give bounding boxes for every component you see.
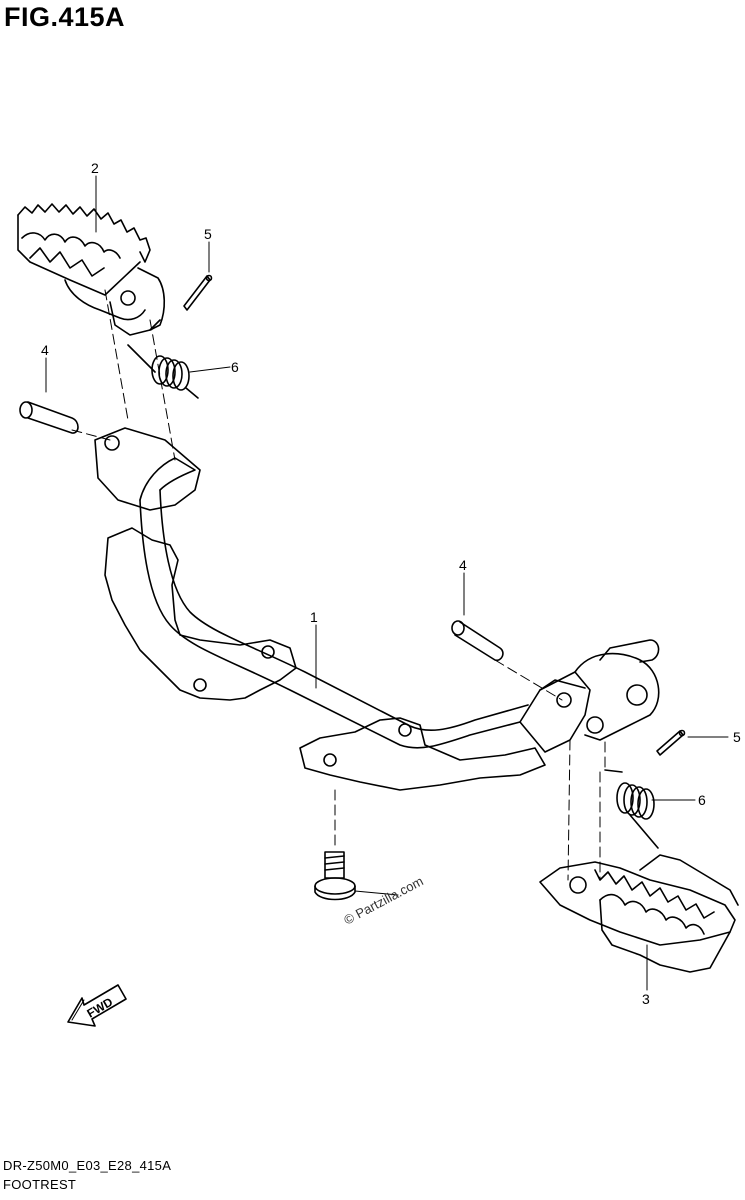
callout-4-left: 4 xyxy=(41,342,49,358)
callout-1: 1 xyxy=(310,609,318,625)
cotter-pin-part-5-right[interactable] xyxy=(656,729,686,756)
diagram-code: DR-Z50M0_E03_E28_415A xyxy=(3,1158,172,1173)
assembly-lines xyxy=(71,289,606,881)
callout-2: 2 xyxy=(91,160,99,176)
callout-4-right: 4 xyxy=(459,557,467,573)
watermark-text: © Partzilla.com xyxy=(341,873,425,927)
callout-6-left: 6 xyxy=(231,359,239,375)
diagram-name: FOOTREST xyxy=(3,1177,77,1192)
left-footpeg-part-2[interactable] xyxy=(17,203,166,336)
fwd-arrow-icon: FWD xyxy=(67,984,127,1027)
spring-part-6-right[interactable] xyxy=(604,769,659,849)
figure-title: FIG.415A xyxy=(4,2,126,32)
spring-part-6-left[interactable] xyxy=(127,344,199,399)
pin-part-4-right[interactable] xyxy=(451,620,504,662)
leader-lines xyxy=(45,175,729,991)
callout-3: 3 xyxy=(642,991,650,1007)
callout-5-left: 5 xyxy=(204,226,212,242)
right-footpeg-part-3[interactable] xyxy=(539,854,739,973)
callout-5-right: 5 xyxy=(733,729,741,745)
footrest-bracket-part-1[interactable] xyxy=(94,427,660,791)
callout-6-right: 6 xyxy=(698,792,706,808)
mounting-bolt[interactable] xyxy=(314,851,356,901)
cotter-pin-part-5-left[interactable] xyxy=(183,274,213,311)
pin-part-4-left[interactable] xyxy=(19,401,79,434)
